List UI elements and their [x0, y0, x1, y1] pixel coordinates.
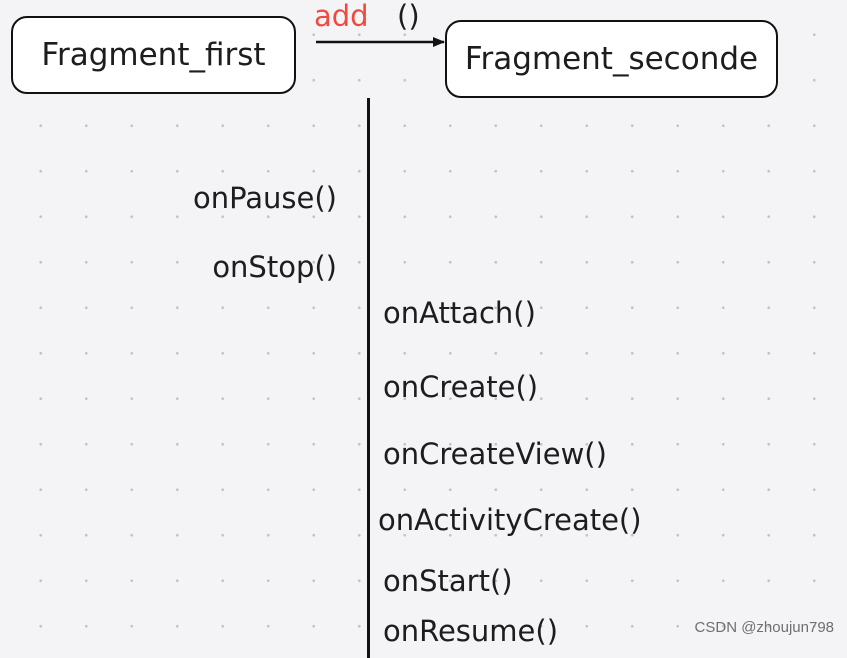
callback-oncreate: onCreate() — [383, 370, 539, 404]
callback-onactivitycreate: onActivityCreate() — [378, 503, 642, 537]
fragment-first-node: Fragment_first — [11, 16, 296, 94]
fragment-second-node: Fragment_seconde — [445, 20, 778, 98]
callback-onstart: onStart() — [383, 564, 513, 598]
callback-onresume: onResume() — [383, 614, 559, 648]
callback-onpause: onPause() — [192, 181, 337, 215]
add-method-label: add — [314, 0, 369, 33]
fragment-second-label: Fragment_seconde — [464, 41, 759, 77]
fragment-first-label: Fragment_first — [41, 37, 266, 73]
callback-oncreateview: onCreateView() — [383, 437, 607, 471]
callback-onattach: onAttach() — [383, 296, 536, 330]
callback-onstop: onStop() — [212, 250, 337, 284]
watermark: CSDN @zhoujun798 — [694, 619, 834, 636]
timeline-divider — [367, 98, 370, 658]
add-method-parens: () — [397, 0, 420, 33]
